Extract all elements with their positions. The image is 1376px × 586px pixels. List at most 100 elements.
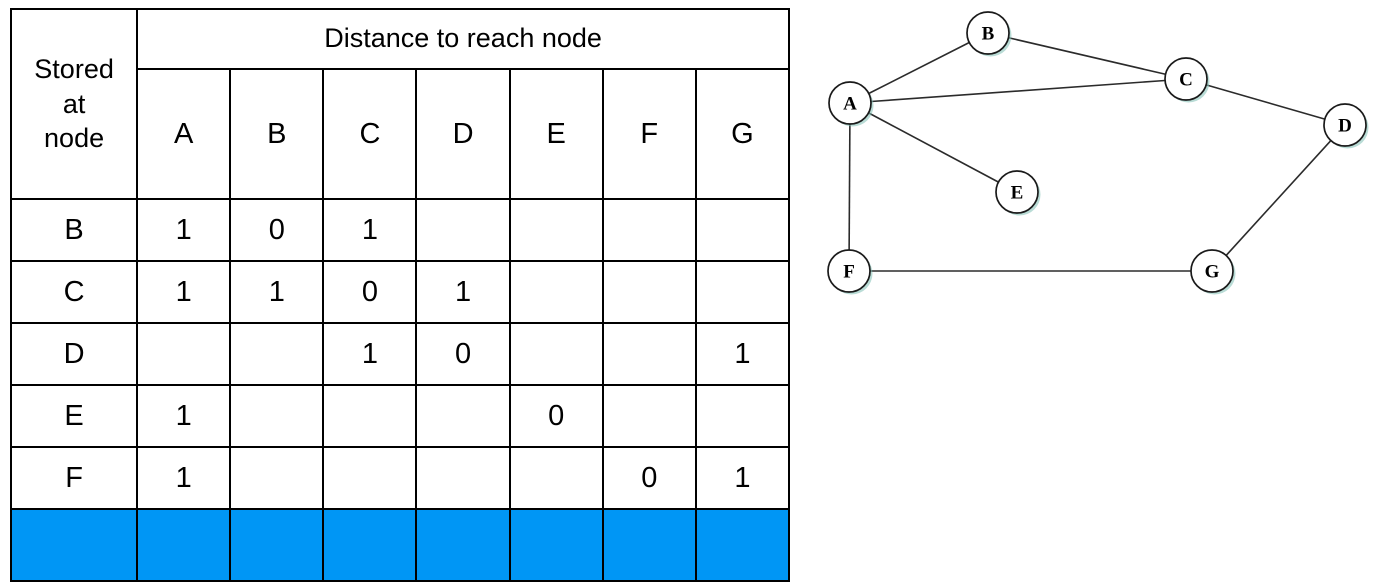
graph-node-label: C <box>1179 70 1193 91</box>
column-header-f: F <box>601 68 697 200</box>
row-header-stored-at-node: Stored at node <box>9 8 139 200</box>
row-label-stored-at <box>9 508 139 582</box>
table-cell <box>415 508 511 582</box>
table-cell: 1 <box>694 446 791 510</box>
table-cell <box>229 322 325 386</box>
table-cell <box>229 384 325 448</box>
table-cell <box>508 322 604 386</box>
graph-node-circle[interactable] <box>827 249 871 293</box>
graph-edge-a-b <box>868 41 970 95</box>
table-cell <box>322 508 418 582</box>
distance-table: Stored at node Distance to reach node A … <box>9 8 791 582</box>
column-header-g: G <box>694 68 791 200</box>
table-cell <box>322 384 418 448</box>
table-cell <box>601 508 697 582</box>
table-cell: 1 <box>694 322 791 386</box>
table-cell: 1 <box>322 198 418 262</box>
table-cell: 1 <box>136 384 232 448</box>
graph-edge-a-c <box>870 79 1166 103</box>
table-cell: 0 <box>322 260 418 324</box>
table-cell: 1 <box>136 198 232 262</box>
graph-node-circle[interactable] <box>1190 249 1234 293</box>
table-cell <box>415 446 511 510</box>
table-cell <box>508 508 604 582</box>
graph-node-circle[interactable] <box>966 11 1010 55</box>
table-cell <box>415 384 511 448</box>
network-graph-container: A B C D E F G <box>800 0 1376 330</box>
table-cell <box>601 198 697 262</box>
table-cell <box>415 198 511 262</box>
table-row-highlighted <box>9 508 791 582</box>
graph-node-b[interactable]: B <box>966 11 1012 57</box>
table-cell <box>694 198 791 262</box>
graph-edge-a-f <box>848 123 851 251</box>
table-cell <box>136 508 232 582</box>
stored-line-2: at <box>62 88 86 119</box>
table-cell <box>322 446 418 510</box>
graph-node-f[interactable]: F <box>827 249 873 295</box>
graph-node-circle[interactable] <box>1323 103 1367 147</box>
table-cell <box>508 260 604 324</box>
table-header-row-top: Stored at node Distance to reach node <box>9 8 790 200</box>
table-cell <box>508 198 604 262</box>
graph-node-label: D <box>1338 116 1352 137</box>
graph-edge-d-g <box>1225 139 1332 257</box>
row-label-stored-at: E <box>9 384 139 448</box>
distance-table-container: Stored at node Distance to reach node A … <box>9 8 791 582</box>
table-head: Stored at node Distance to reach node A … <box>9 8 791 200</box>
column-header-b: B <box>229 68 325 200</box>
graph-edge-a-e <box>868 112 999 183</box>
table-header-row-nodes: A B C D E F G <box>11 68 791 200</box>
graph-node-circle[interactable] <box>995 170 1039 214</box>
column-group-header-distance: Distance to reach node <box>136 8 790 70</box>
table-cell <box>136 322 232 386</box>
table-cell <box>229 508 325 582</box>
graph-node-label: E <box>1011 183 1024 204</box>
graph-node-circle[interactable] <box>1164 57 1208 101</box>
graph-node-label: F <box>843 262 855 283</box>
table-cell: 0 <box>601 446 697 510</box>
table-cell: 1 <box>136 446 232 510</box>
table-cell: 1 <box>322 322 418 386</box>
stored-line-3: node <box>44 123 105 154</box>
table-cell <box>694 260 791 324</box>
graph-node-d[interactable]: D <box>1323 103 1369 149</box>
graph-edge-b-c <box>1008 36 1166 76</box>
table-cell <box>601 322 697 386</box>
graph-node-g[interactable]: G <box>1190 249 1236 295</box>
table-cell <box>694 384 791 448</box>
table-cell <box>601 384 697 448</box>
table-cell: 1 <box>229 260 325 324</box>
row-label-stored-at: C <box>9 260 139 324</box>
table-cell <box>694 508 791 582</box>
table-cell: 0 <box>415 322 511 386</box>
graph-node-e[interactable]: E <box>995 170 1041 216</box>
row-label-stored-at: F <box>9 446 139 510</box>
column-header-e: E <box>508 68 604 200</box>
graph-node-label: B <box>982 24 995 45</box>
table-cell <box>508 446 604 510</box>
graph-node-circle[interactable] <box>828 81 872 125</box>
column-header-c: C <box>322 68 418 200</box>
table-cell: 1 <box>415 260 511 324</box>
column-header-a: A <box>136 68 232 200</box>
graph-node-c[interactable]: C <box>1164 57 1210 103</box>
table-cell: 0 <box>229 198 325 262</box>
table-cell: 0 <box>508 384 604 448</box>
table-cell <box>601 260 697 324</box>
row-label-stored-at: D <box>9 322 139 386</box>
stored-line-1: Stored <box>34 54 114 85</box>
graph-edge-c-d <box>1205 84 1326 120</box>
table-cell <box>229 446 325 510</box>
graph-node-label: G <box>1205 262 1220 283</box>
column-header-d: D <box>415 68 511 200</box>
graph-node-label: A <box>843 94 857 115</box>
graph-node-a[interactable]: A <box>828 81 874 127</box>
